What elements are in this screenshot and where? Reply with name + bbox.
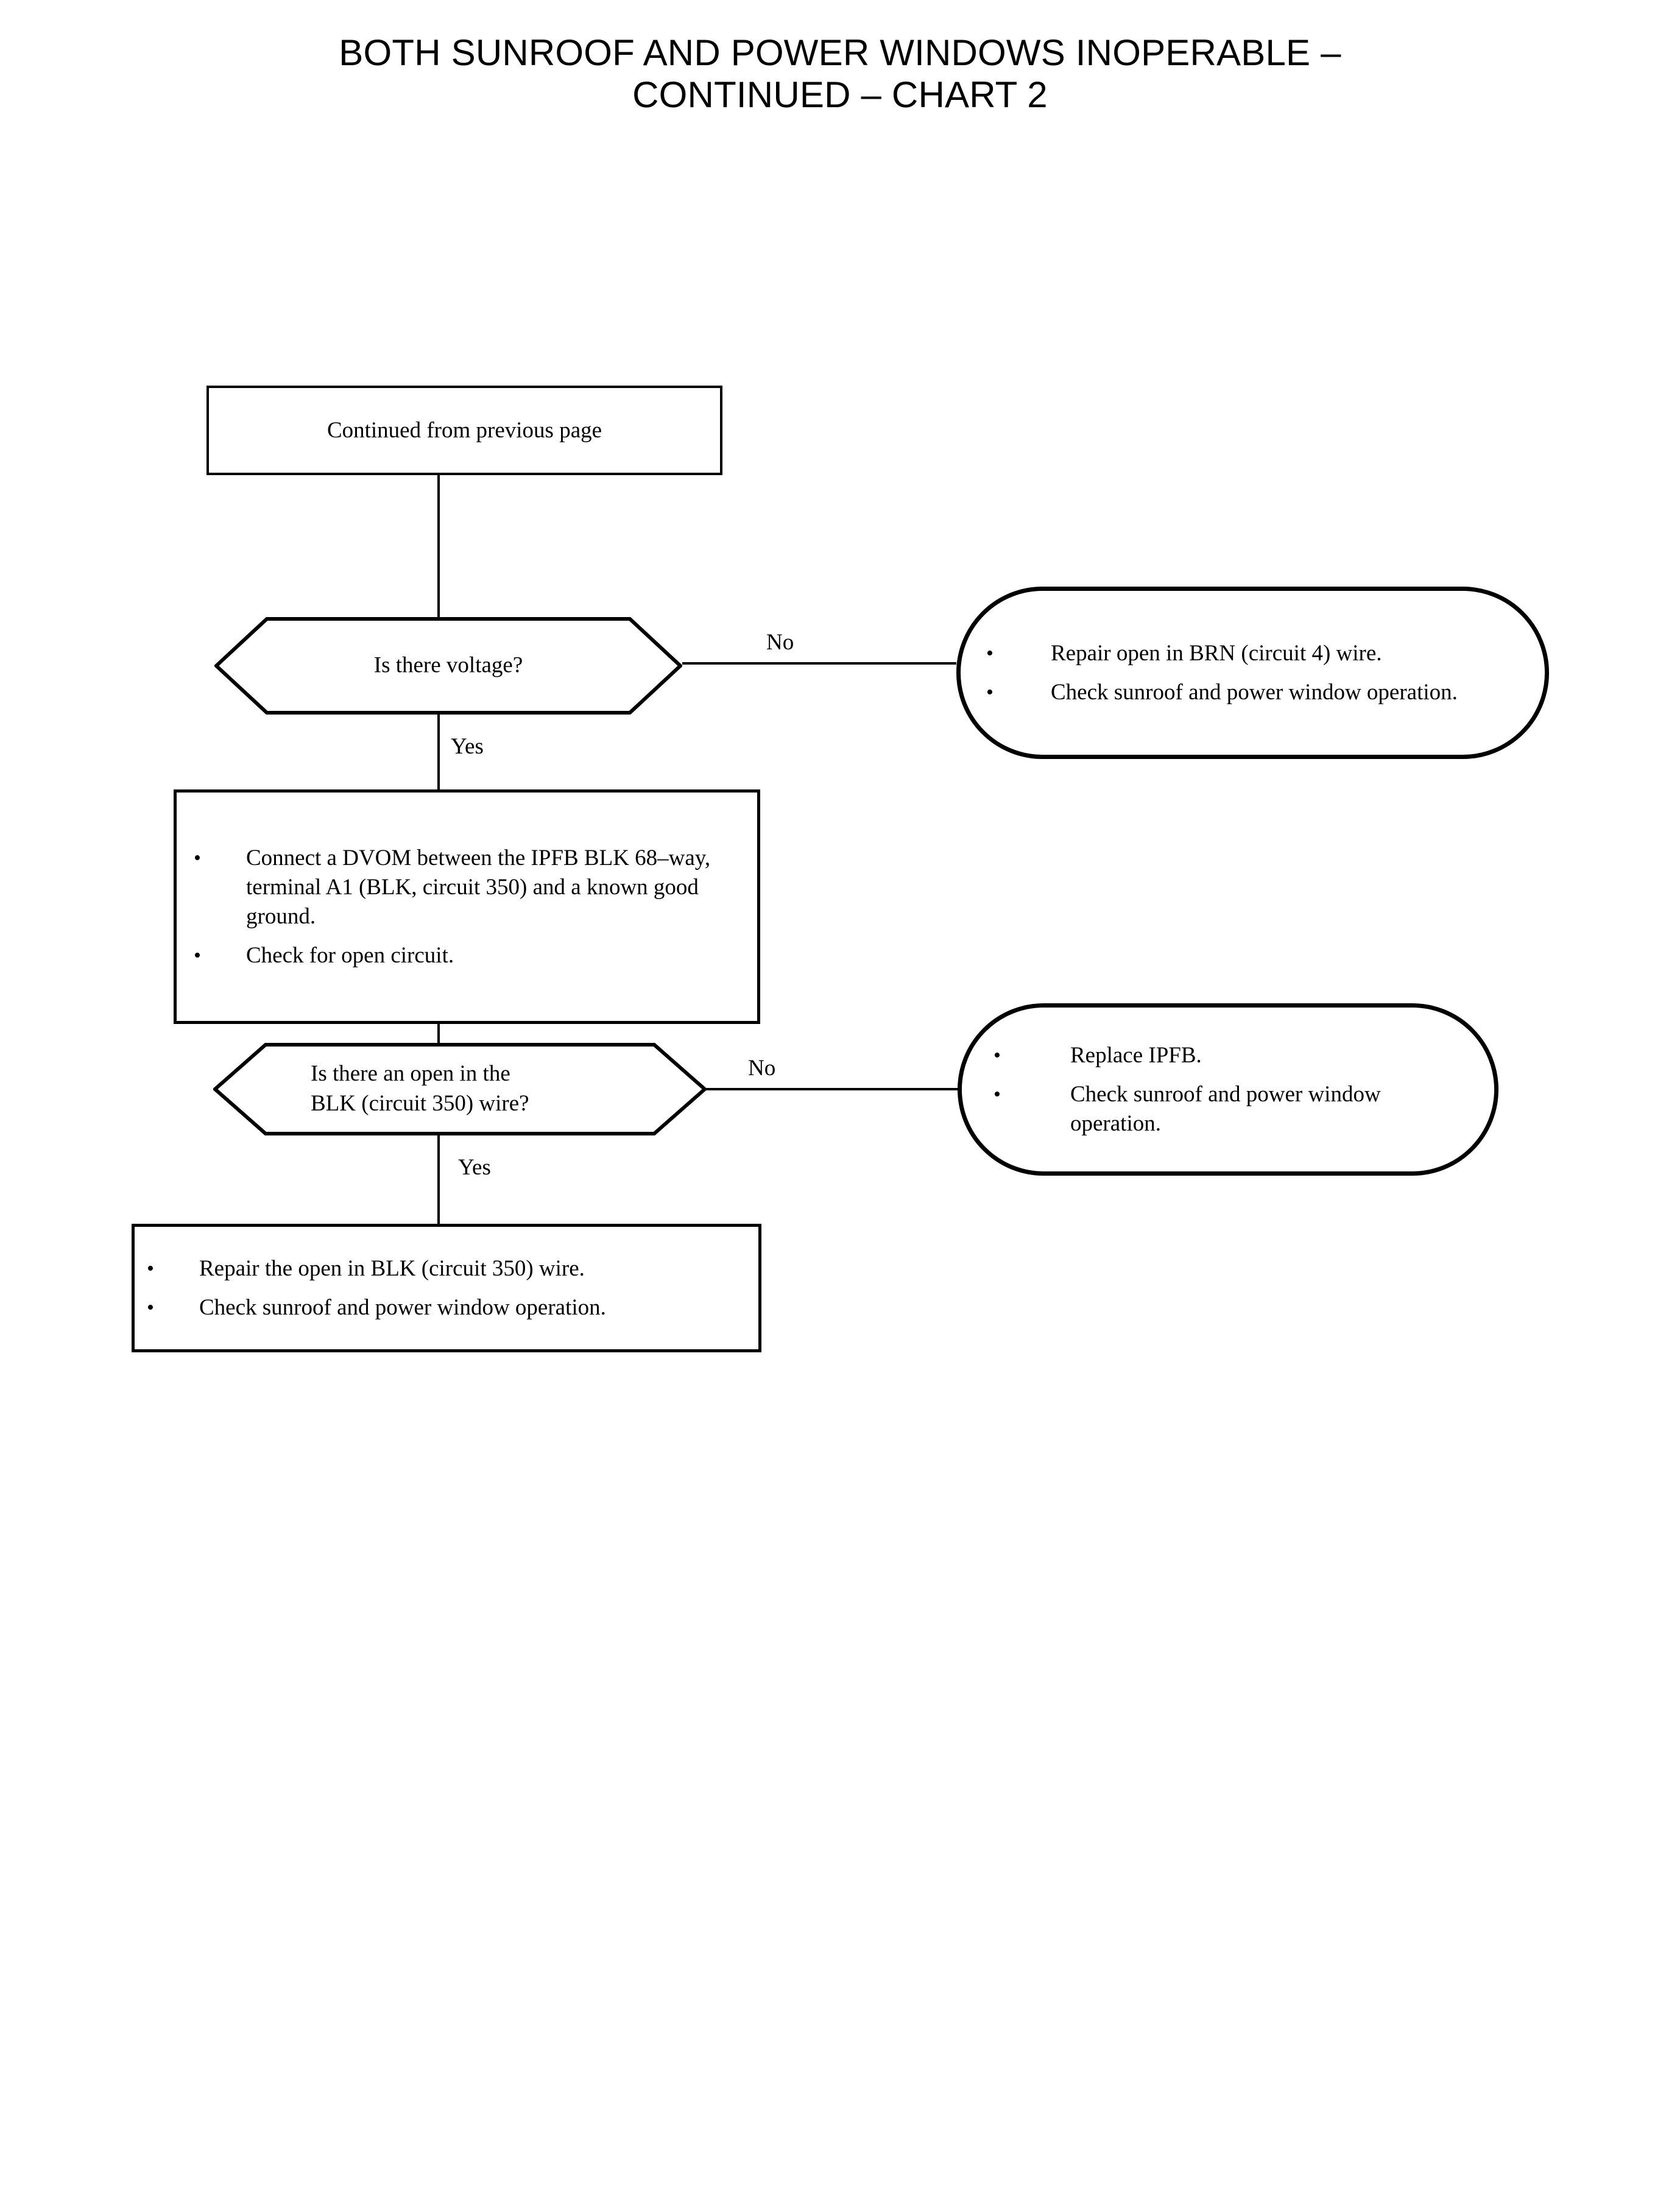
- list-item: • Check for open circuit.: [194, 941, 728, 970]
- list-item: • Check sunroof and power window operati…: [986, 678, 1519, 707]
- bullet-glyph: •: [194, 846, 201, 869]
- node-continued-from-previous-page[interactable]: Continued from previous page: [206, 386, 722, 475]
- node-action-replace-ipfb[interactable]: • Replace IPFB. • Check sunroof and powe…: [958, 1003, 1498, 1176]
- list-item: • Repair the open in BLK (circuit 350) w…: [147, 1254, 740, 1283]
- bullet-list-action2: • Replace IPFB. • Check sunroof and powe…: [994, 1040, 1438, 1138]
- connector-decision1-no: [682, 662, 956, 665]
- edge-label-decision2-no: No: [748, 1056, 776, 1081]
- list-item: • Repair open in BRN (circuit 4) wire.: [986, 638, 1519, 668]
- list-item-text: Check sunroof and power window operation…: [1051, 679, 1458, 705]
- list-item: • Check sunroof and power window operati…: [994, 1079, 1438, 1138]
- node-action-repair-blk-wire[interactable]: • Repair the open in BLK (circuit 350) w…: [132, 1224, 761, 1352]
- hexagon-shape: [213, 1043, 707, 1135]
- edge-label-decision1-yes: Yes: [451, 734, 484, 759]
- node-process-connect-dvom[interactable]: • Connect a DVOM between the IPFB BLK 68…: [174, 789, 760, 1024]
- node-action-repair-brn-wire[interactable]: • Repair open in BRN (circuit 4) wire. •…: [956, 587, 1549, 759]
- bullet-glyph: •: [986, 680, 994, 704]
- list-item-text: Connect a DVOM between the IPFB BLK 68–w…: [246, 845, 711, 929]
- bullet-glyph: •: [147, 1257, 154, 1280]
- hexagon-shape: [214, 617, 682, 715]
- connector-decision1-yes: [437, 715, 440, 789]
- list-item-text: Repair open in BRN (circuit 4) wire.: [1051, 640, 1382, 666]
- bullet-glyph: •: [994, 1043, 1001, 1067]
- bullet-list-action3: • Repair the open in BLK (circuit 350) w…: [147, 1254, 740, 1322]
- list-item-text: Replace IPFB.: [1070, 1042, 1202, 1068]
- bullet-glyph: •: [194, 944, 201, 967]
- list-item-text: Check sunroof and power window operation…: [1070, 1081, 1381, 1136]
- list-item-text: Repair the open in BLK (circuit 350) wir…: [199, 1255, 585, 1281]
- node-decision-is-there-voltage[interactable]: Is there voltage?: [214, 617, 682, 715]
- list-item: • Check sunroof and power window operati…: [147, 1293, 740, 1322]
- node-decision-open-in-blk-wire[interactable]: Is there an open in the BLK (circuit 350…: [213, 1043, 707, 1135]
- edge-label-decision2-yes: Yes: [458, 1155, 491, 1180]
- bullet-glyph: •: [147, 1296, 154, 1319]
- connector-start-to-decision1: [437, 475, 440, 617]
- list-item: • Replace IPFB.: [994, 1040, 1438, 1070]
- list-item-text: Check for open circuit.: [246, 942, 454, 968]
- connector-decision2-yes: [437, 1135, 440, 1224]
- node-start-label: Continued from previous page: [326, 417, 602, 443]
- page-title: BOTH SUNROOF AND POWER WINDOWS INOPERABL…: [0, 32, 1680, 116]
- list-item: • Connect a DVOM between the IPFB BLK 68…: [194, 843, 728, 931]
- bullet-list-process1: • Connect a DVOM between the IPFB BLK 68…: [194, 843, 728, 970]
- list-item-text: Check sunroof and power window operation…: [199, 1294, 606, 1320]
- connector-decision2-no: [705, 1088, 961, 1090]
- bullet-glyph: •: [994, 1082, 1001, 1106]
- edge-label-decision1-no: No: [766, 630, 794, 655]
- page-title-line-1: BOTH SUNROOF AND POWER WINDOWS INOPERABL…: [339, 32, 1341, 73]
- bullet-glyph: •: [986, 641, 994, 665]
- connector-process1-to-decision2: [437, 1024, 440, 1043]
- bullet-list-action1: • Repair open in BRN (circuit 4) wire. •…: [986, 638, 1519, 707]
- page-title-line-2: CONTINUED – CHART 2: [632, 74, 1048, 115]
